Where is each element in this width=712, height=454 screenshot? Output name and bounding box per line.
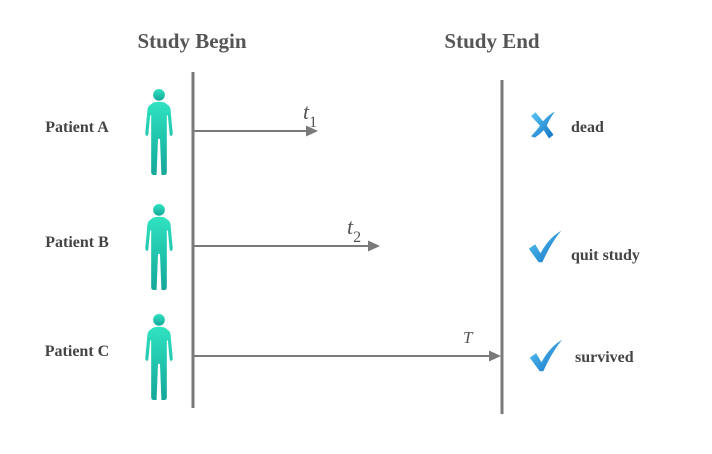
- time-label: t2: [347, 214, 361, 246]
- patient-status: quit study: [571, 247, 640, 264]
- patient-row-b: Patient B t2 quit study: [45, 203, 640, 291]
- patient-status: dead: [571, 119, 604, 136]
- arrow-head: [306, 125, 318, 137]
- patient-row-c: Patient C T survived: [45, 313, 634, 401]
- study-end-header: Study End: [444, 29, 539, 53]
- arrow-head: [489, 350, 501, 362]
- check-icon: [528, 230, 562, 263]
- patient-row-a: Patient A t1 dead: [45, 88, 604, 176]
- person-icon: [145, 203, 173, 291]
- person-icon: [145, 313, 173, 401]
- study-begin-header: Study Begin: [137, 29, 246, 53]
- patient-label: Patient C: [45, 343, 109, 360]
- time-label: t1: [303, 99, 317, 131]
- patient-status: survived: [575, 349, 634, 366]
- person-icon: [145, 88, 173, 176]
- time-label: T: [463, 328, 474, 347]
- arrow-head: [368, 240, 380, 252]
- patient-label: Patient B: [45, 234, 109, 251]
- check-icon: [529, 339, 563, 372]
- patient-label: Patient A: [45, 119, 109, 136]
- cross-icon: [531, 111, 555, 139]
